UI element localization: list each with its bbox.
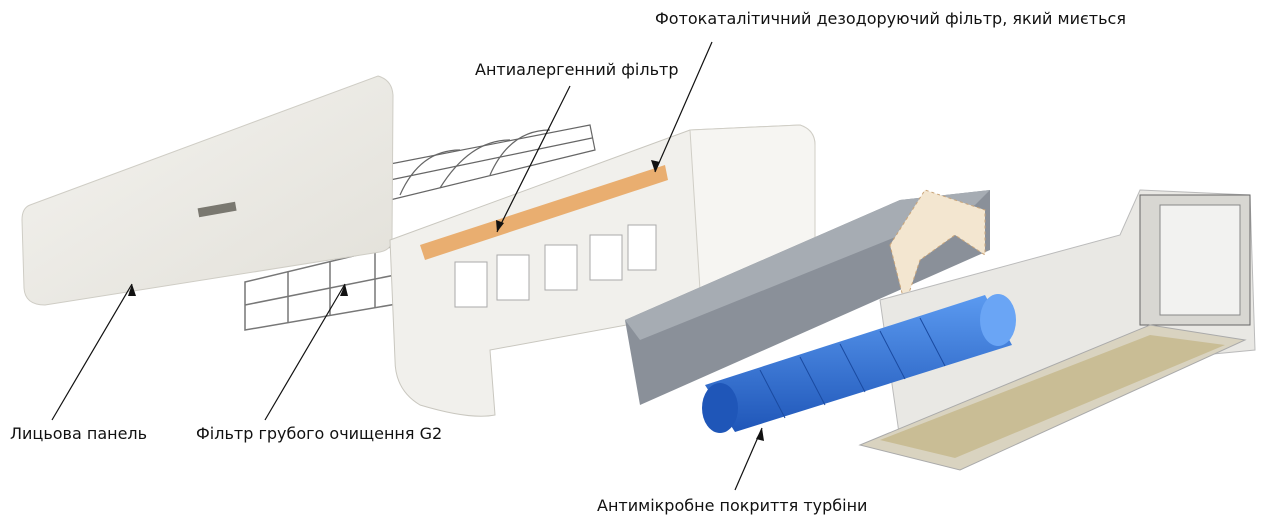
antiallergen-filter	[384, 124, 596, 201]
main-frame	[389, 124, 816, 417]
label-turbine-coating: Антимікробне покриття турбіни	[597, 496, 868, 515]
arrow-head-icon	[756, 428, 764, 441]
arrow-head-icon	[651, 160, 660, 172]
evaporator-housing	[625, 189, 990, 405]
coarse-filter-g2	[244, 239, 421, 331]
label-front-panel: Лицьова панель	[10, 424, 148, 443]
arrow-head-icon	[128, 284, 136, 296]
front-panel	[21, 75, 394, 306]
arrow-head-icon	[340, 284, 348, 296]
label-photocatalytic-filter: Фотокаталітичний дезодоруючий фільтр, як…	[655, 9, 1126, 28]
indoor-chassis	[858, 189, 1256, 471]
arrow-head-icon	[496, 220, 504, 232]
blue-turbine	[702, 294, 1016, 433]
label-antiallergen-filter: Антиалергенний фільтр	[475, 60, 679, 79]
label-coarse-filter: Фільтр грубого очищення G2	[196, 424, 443, 443]
